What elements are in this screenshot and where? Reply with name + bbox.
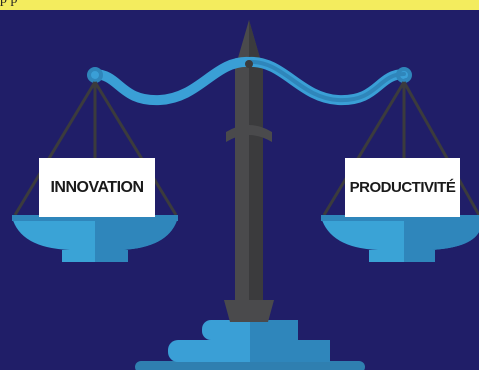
top-banner-text: p p xyxy=(0,0,18,8)
beam-pivot xyxy=(245,60,253,68)
right-pan-label: PRODUCTIVITÉ xyxy=(345,158,460,217)
base-bottom-tier xyxy=(135,361,365,370)
right-hanger-ring xyxy=(396,67,412,83)
left-pan-label: INNOVATION xyxy=(39,158,155,217)
top-banner: p p xyxy=(0,0,479,10)
right-pan-label-text: PRODUCTIVITÉ xyxy=(349,179,456,196)
left-hanger-ring xyxy=(87,67,103,83)
left-pan-label-text: INNOVATION xyxy=(50,178,144,196)
